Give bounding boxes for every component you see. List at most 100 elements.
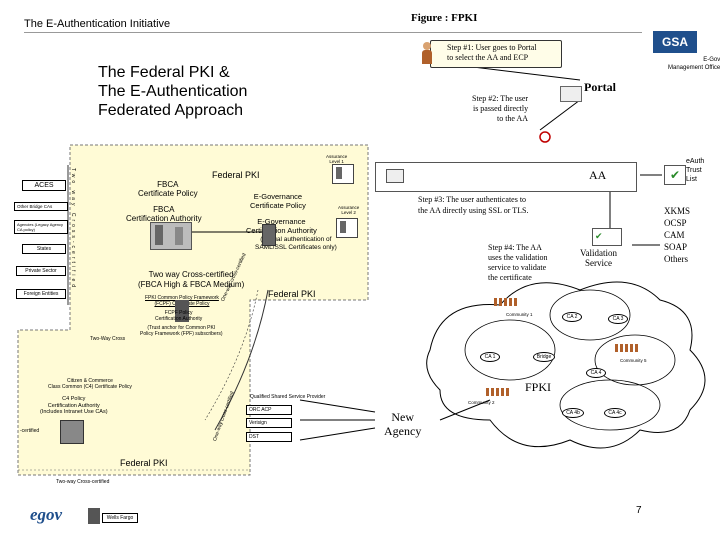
federal-pki-top-label: Federal PKI: [212, 170, 260, 180]
portal-icon: [560, 86, 582, 102]
step1-text: Step #1: User goes to Portal to select t…: [447, 43, 537, 62]
egov-server: [88, 508, 100, 524]
users-icon-1: [494, 298, 518, 306]
ca3: CA 3: [608, 314, 628, 324]
user-body: [422, 50, 432, 64]
assurance-level2: Assurance Level 2: [338, 205, 360, 215]
ca1: CA 1: [480, 352, 500, 362]
ca4b: CA 4b: [562, 408, 584, 418]
new-agency: New Agency: [384, 410, 422, 438]
step2-marker: [539, 131, 551, 143]
egov-office: E-Gov Management Office: [668, 57, 720, 71]
protocol-xkms: XKMS: [664, 206, 691, 216]
community1-label: Community 1: [506, 312, 533, 317]
entity-private-sector: Private Sector: [16, 266, 66, 276]
aa-box: AA: [375, 162, 637, 192]
community-ca4-cloud: [559, 379, 661, 431]
protocol-list: XKMS OCSP CAM SOAP Others: [664, 205, 690, 265]
c4-policy: C4 Policy Certification Authority (Inclu…: [40, 396, 108, 415]
provider-to-agency-1: [299, 399, 376, 413]
federal-pki-bottom-label: Federal PKI: [120, 458, 168, 468]
protocol-cam: CAM: [664, 230, 685, 240]
initiative-title: The E-Authentication Initiative: [24, 18, 171, 30]
step1-callout: Step #1: User goes to Portal to select t…: [430, 40, 562, 68]
entity-other-bridge: Other Bridge CAs: [14, 202, 68, 211]
provider-title: Qualified Shared Service Provider: [250, 394, 326, 400]
assurance-level1-tower: [336, 167, 342, 179]
step4-text: Step #4: The AA uses the validation serv…: [488, 243, 548, 282]
fpki-cloud: [426, 281, 706, 449]
protocol-others: Others: [664, 254, 688, 264]
protocol-ocsp: OCSP: [664, 218, 687, 228]
community5-cloud: [594, 334, 676, 386]
federal-pki-region: [17, 144, 369, 476]
assurance-level1: Assurance Level 1: [326, 154, 348, 164]
eauth-trust-list: eAuth Trust List: [686, 158, 705, 183]
provider-verisign: Verisign: [246, 418, 292, 428]
wells-fargo: Wells Fargo: [102, 513, 138, 523]
community2-cloud: [549, 289, 631, 341]
community1-cloud: [464, 319, 556, 381]
user-icon: [422, 42, 432, 66]
users-icon-3: [486, 388, 510, 396]
fbca-server-tower2: [175, 227, 183, 245]
step3-text: Step #3: The user authenticates to the A…: [418, 195, 529, 215]
trust-list-icon: ✔: [664, 165, 686, 185]
cross-cert-label: Two way Cross-certified (FBCA High & FBC…: [138, 270, 245, 289]
validation-icon: ✔: [592, 228, 622, 246]
validation-check-icon: ✔: [595, 231, 603, 241]
step2-arrow: [539, 99, 581, 131]
fcpf-authority: FCPF Policy Certification Authority: [155, 310, 203, 322]
page-number: 7: [636, 505, 642, 516]
fcpf-server-icon: [175, 300, 189, 322]
federal-pki-mid-label: Federal PKI: [268, 289, 316, 299]
portal-label: Portal: [584, 80, 616, 94]
step2-text: Step #2: The user is passed directly to …: [472, 94, 529, 123]
aa-label: AA: [589, 168, 607, 182]
ca4c: CA 4c: [604, 408, 626, 418]
fpki-label: FPKI: [525, 380, 552, 394]
cross-cert-arc-1: [214, 289, 269, 431]
main-title-line2: The E-Authentication: [98, 83, 248, 100]
egov-logo-text: egov: [30, 505, 63, 524]
assurance-level1-server: [332, 164, 354, 184]
main-title-line3: Federated Approach: [98, 102, 243, 119]
entity-foreign: Foreign Entities: [16, 289, 66, 299]
bridge: Bridge: [533, 352, 555, 362]
entity-states: States: [22, 244, 66, 254]
community5-label: Community 5: [620, 358, 647, 363]
aa-monitor-icon: [386, 169, 404, 183]
agency-to-fpki: [439, 399, 491, 421]
trust-anchor: (Trust anchor for Common PKI Policy Fram…: [140, 325, 223, 337]
egov-logo: egov: [30, 505, 86, 525]
gsa-logo: GSA: [652, 30, 698, 54]
citizen-commerce: Citizen & Commerce Class Common (C4) Cer…: [48, 378, 132, 390]
fbca-server-icon: [150, 222, 192, 250]
fbca-authority: FBCA Certification Authority: [126, 205, 202, 223]
certified-label: -certified: [20, 428, 40, 434]
two-way-cross-cert: Two-way Cross-certified: [56, 479, 110, 485]
gsa-logo-text: GSA: [661, 35, 688, 49]
egov-policy: E-Governance Certificate Policy: [250, 192, 306, 210]
assurance-level2-tower: [340, 221, 346, 233]
main-title-line1: The Federal PKI &: [98, 64, 230, 81]
provider-dst: DST: [246, 432, 292, 442]
fbca-policy: FBCA Certificate Policy: [138, 180, 198, 198]
fbca-server-tower: [155, 225, 163, 245]
entity-agencies: Agencies (Legacy Agency CA policy): [14, 220, 68, 234]
entity-aces: ACES: [22, 180, 66, 191]
protocol-soap: SOAP: [664, 242, 688, 252]
provider-orc: ORC ACP: [246, 405, 292, 415]
egov-authority: E-Governance Certification Authority: [246, 217, 317, 235]
ca4: CA 4: [586, 368, 606, 378]
vertical-cross-cert: Two way Cross-certified: [70, 168, 76, 291]
header-rule: [24, 32, 642, 33]
c4-server-icon: [60, 420, 84, 444]
assurance-level2-server: [336, 218, 358, 238]
validation-label: Validation Service: [580, 248, 617, 268]
cross-cert-arc-2: [204, 289, 259, 421]
users-icon-2: [615, 344, 639, 352]
provider-to-agency-3: [299, 427, 376, 441]
community2-label: Community 2: [468, 400, 495, 405]
